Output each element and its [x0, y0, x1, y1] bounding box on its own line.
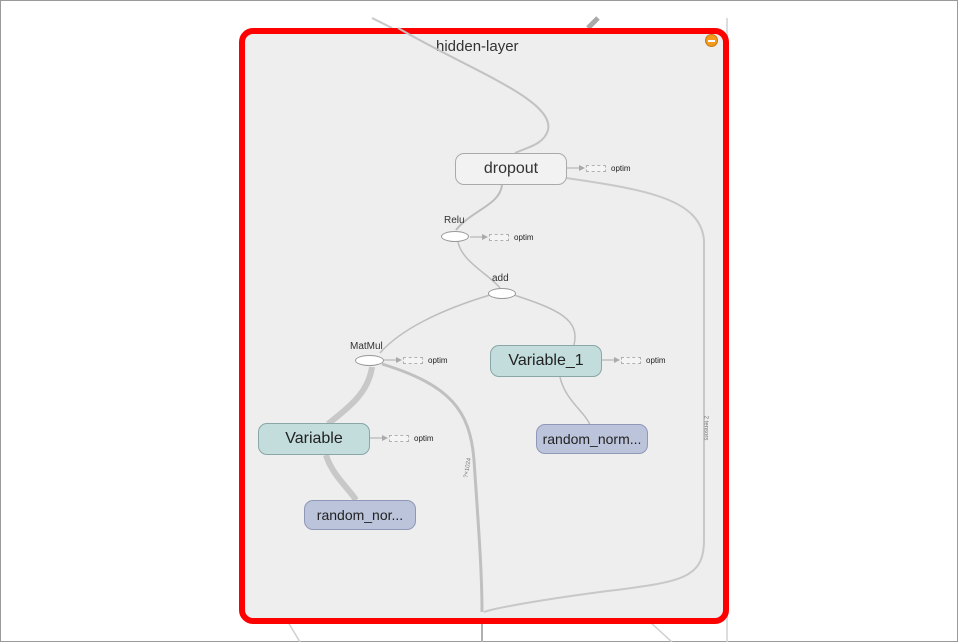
optim-stub-variable1[interactable] — [621, 357, 641, 364]
edge-relu-add — [457, 241, 501, 289]
optim-label-relu: optim — [514, 233, 534, 242]
optim-stub-dropout[interactable] — [586, 165, 606, 172]
edge-variable1-random — [559, 376, 591, 426]
edge-matmul-variable — [326, 366, 375, 427]
edge-add-variable1 — [513, 294, 576, 346]
random-nor-left-node[interactable]: random_nor... — [304, 500, 416, 530]
group-title: hidden-layer — [436, 38, 519, 55]
edge-dropout-bottom — [483, 177, 705, 613]
dropout-node[interactable]: dropout — [455, 153, 567, 185]
edge-variable-random — [323, 453, 359, 502]
add-label: add — [492, 273, 509, 284]
collapse-icon[interactable] — [705, 34, 718, 47]
optim-stub-variable[interactable] — [389, 435, 409, 442]
add-op[interactable] — [488, 288, 516, 299]
variable-1-node[interactable]: Variable_1 — [490, 345, 602, 377]
relu-op[interactable] — [441, 231, 469, 242]
edge-input-dropout — [397, 27, 550, 154]
matmul-op[interactable] — [355, 355, 384, 366]
optim-stub-matmul[interactable] — [403, 357, 423, 364]
matmul-label: MatMul — [350, 341, 383, 352]
optim-label-dropout: optim — [611, 164, 631, 173]
optim-label-variable: optim — [414, 434, 434, 443]
variable-node[interactable]: Variable — [258, 423, 370, 455]
optim-label-matmul: optim — [428, 356, 448, 365]
optim-stub-relu[interactable] — [489, 234, 509, 241]
edge-add-matmul — [379, 294, 491, 354]
relu-label: Relu — [444, 215, 465, 226]
edge-label-right: 2 tensors — [702, 415, 709, 441]
random-norm-right-node[interactable]: random_norm... — [536, 424, 648, 454]
edge-matmul-bottom — [381, 362, 484, 613]
optim-label-variable1: optim — [646, 356, 666, 365]
edge-dropout-relu — [455, 184, 503, 231]
